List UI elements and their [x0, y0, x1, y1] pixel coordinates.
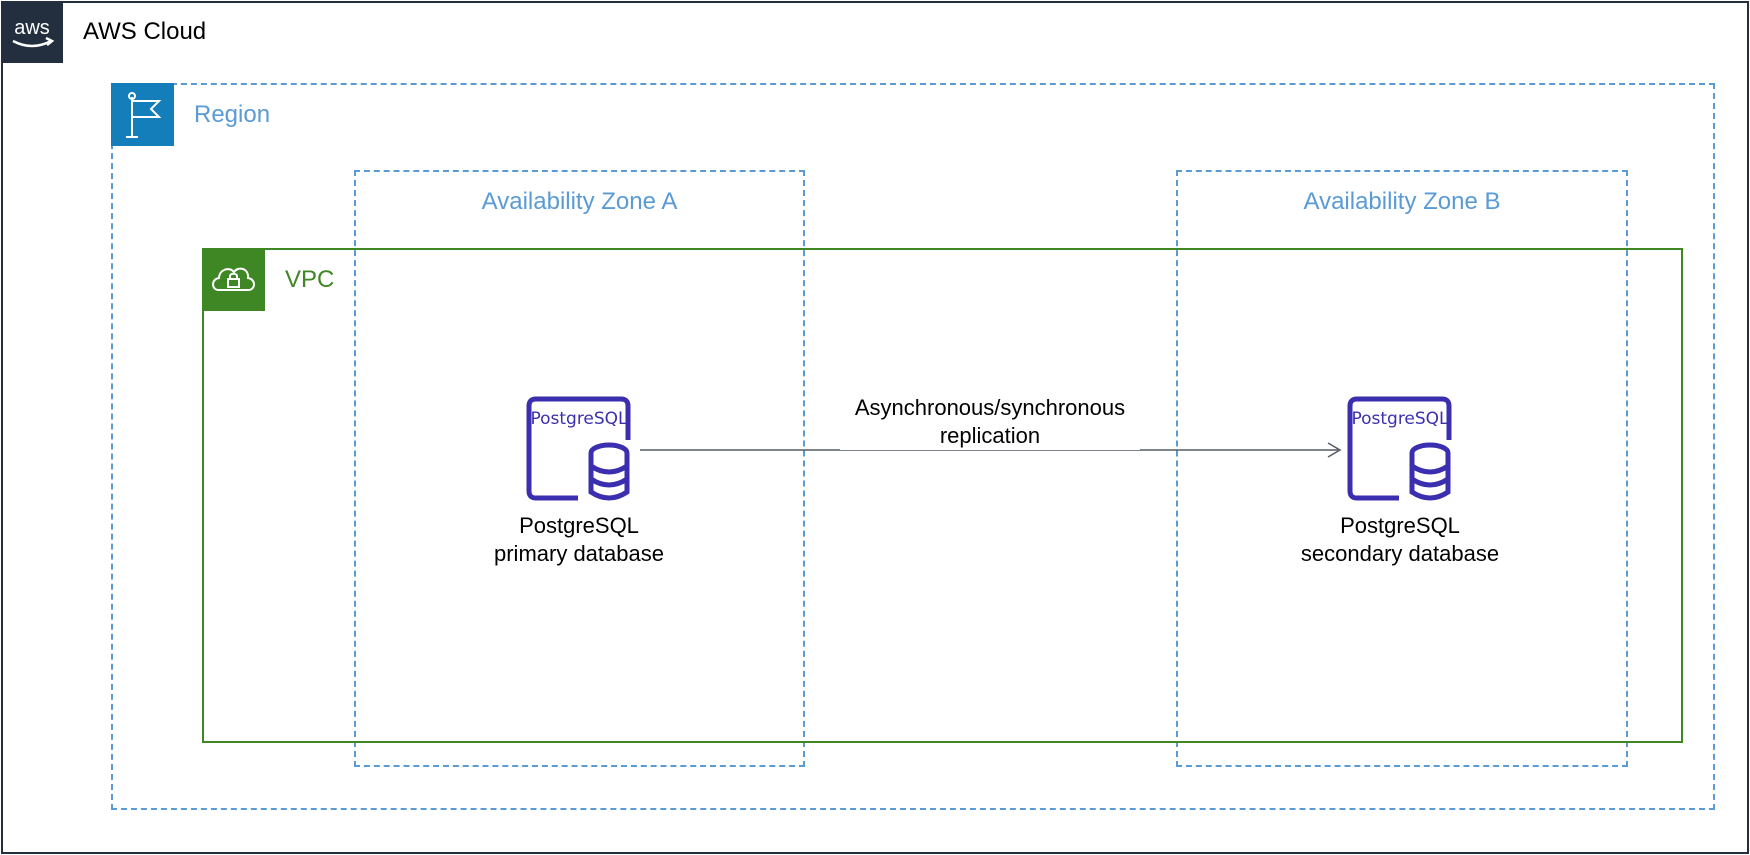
- postgresql-primary-label: PostgreSQL primary database: [429, 512, 729, 568]
- aws-cloud-label: AWS Cloud: [83, 18, 207, 45]
- availability-zone-b-group: [1176, 170, 1628, 767]
- postgresql-primary-label-line-1: PostgreSQL: [519, 513, 639, 538]
- postgresql-secondary-icon: PostgreSQL: [1341, 390, 1459, 508]
- svg-text:aws: aws: [14, 17, 50, 39]
- region-label: Region: [194, 101, 271, 128]
- postgresql-primary-label-line-2: primary database: [494, 541, 664, 566]
- replication-label: Asynchronous/synchronous replication: [840, 394, 1140, 450]
- vpc-group: [202, 248, 1683, 743]
- postgresql-primary-icon: PostgreSQL: [520, 390, 638, 508]
- postgresql-icon-text: PostgreSQL: [1351, 409, 1449, 429]
- vpc-label: VPC: [285, 266, 335, 293]
- cloud-lock-icon: [202, 248, 265, 311]
- postgresql-secondary-label: PostgreSQL secondary database: [1250, 512, 1550, 568]
- replication-label-line-2: replication: [939, 423, 1041, 448]
- aws-logo-icon: aws: [1, 1, 63, 63]
- postgresql-secondary-label-line-1: PostgreSQL: [1340, 513, 1460, 538]
- postgresql-secondary-label-line-2: secondary database: [1300, 541, 1500, 566]
- availability-zone-a-label: Availability Zone A: [481, 188, 678, 215]
- flag-icon: [111, 83, 174, 146]
- postgresql-icon-text: PostgreSQL: [530, 409, 628, 429]
- availability-zone-b-label: Availability Zone B: [1303, 188, 1501, 215]
- availability-zone-a-group: [354, 170, 805, 767]
- region-group: [111, 83, 1715, 810]
- replication-label-line-1: Asynchronous/synchronous: [854, 395, 1126, 420]
